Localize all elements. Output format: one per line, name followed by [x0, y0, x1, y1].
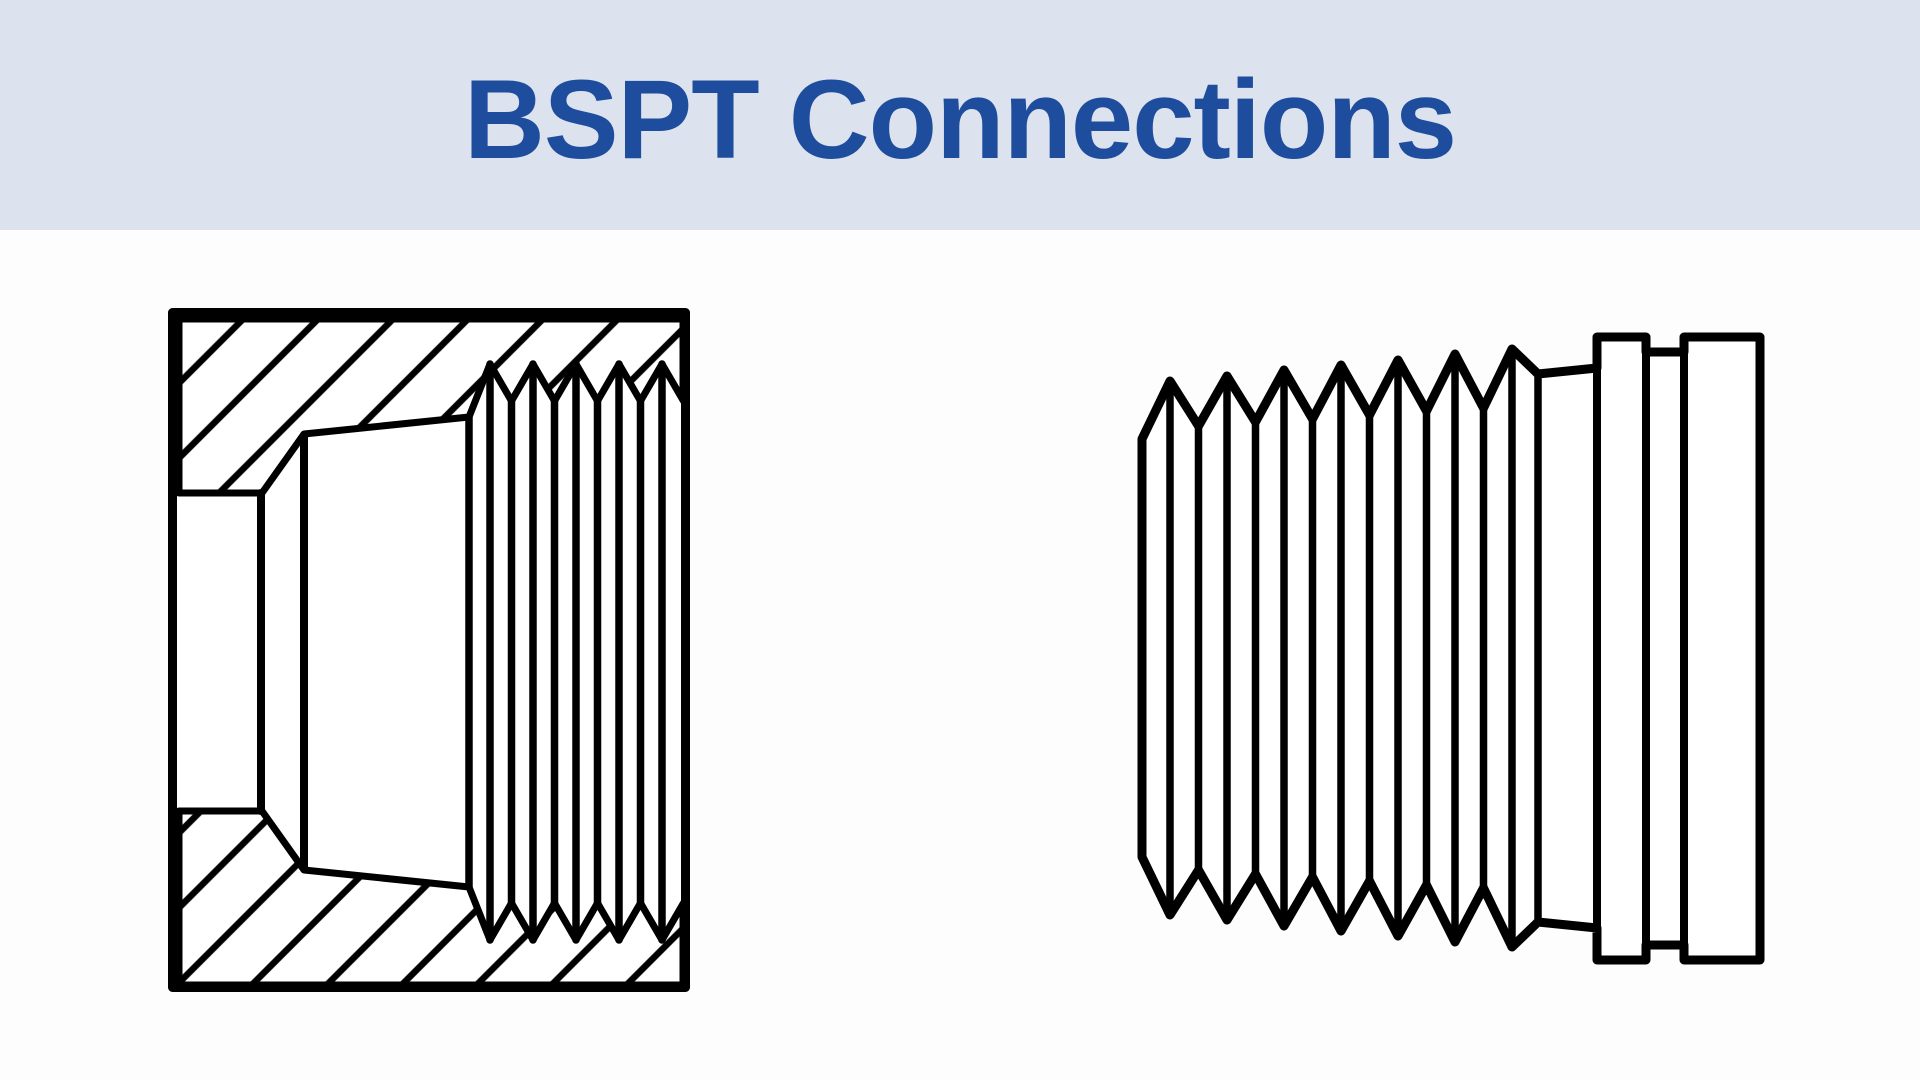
male-thread-lines: [1166, 345, 1542, 951]
male-body-outline: [1137, 332, 1765, 965]
female-hatch-bottom: [175, 807, 687, 989]
female-bore-profile: [257, 431, 308, 873]
female-thread-lines: [465, 360, 666, 944]
female-hatch-top: [175, 315, 687, 497]
male-collar-lines: [1593, 348, 1688, 949]
page-title: BSPT Connections: [463, 56, 1457, 182]
title-banner: BSPT Connections: [0, 0, 1920, 230]
female-fitting-diagram: [168, 308, 690, 992]
male-fitting-diagram: [1137, 332, 1765, 965]
